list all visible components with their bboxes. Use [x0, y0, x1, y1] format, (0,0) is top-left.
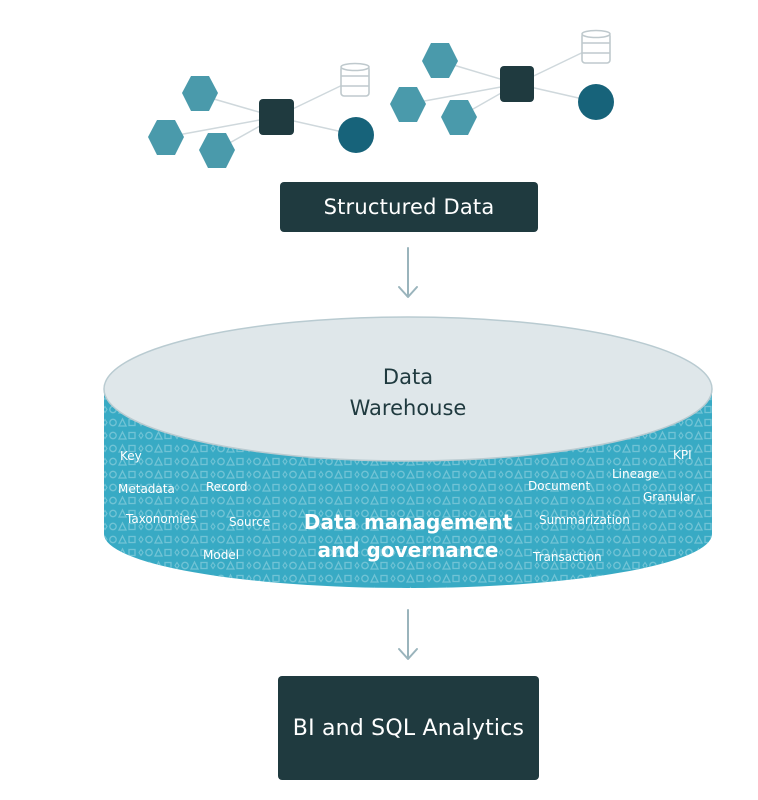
- arrow-down-icon: [398, 609, 418, 660]
- square-hub-icon: [259, 99, 294, 135]
- bi-sql-analytics-label: BI and SQL Analytics: [292, 715, 525, 741]
- term-key: Key: [120, 449, 142, 463]
- hexagon-icon: [182, 76, 218, 111]
- circle-node-icon: [578, 84, 614, 120]
- hexagon-icon: [390, 87, 426, 122]
- term-summarization: Summarization: [539, 513, 630, 527]
- terms-right: KPI Lineage Document Granular Summarizat…: [528, 448, 695, 564]
- term-model: Model: [203, 548, 239, 562]
- term-kpi: KPI: [673, 448, 692, 462]
- term-document: Document: [528, 479, 590, 493]
- network-left: [148, 62, 374, 168]
- network-right: [390, 29, 614, 135]
- database-icon: [340, 62, 370, 97]
- bi-sql-analytics-box: BI and SQL Analytics: [278, 676, 539, 780]
- hexagon-icon: [422, 43, 458, 78]
- hexagon-icon: [441, 100, 477, 135]
- warehouse-title-line1: Data: [383, 365, 433, 389]
- structured-data-label: Structured Data: [323, 195, 495, 219]
- arrow-down-icon: [398, 247, 418, 298]
- term-lineage: Lineage: [612, 467, 659, 481]
- circle-node-icon: [338, 117, 374, 153]
- term-taxonomies: Taxonomies: [125, 512, 196, 526]
- square-hub-icon: [500, 66, 534, 102]
- hexagon-icon: [199, 133, 235, 168]
- structured-data-box: Structured Data: [280, 182, 538, 232]
- term-record: Record: [206, 480, 247, 494]
- warehouse-title-line2: Warehouse: [350, 396, 467, 420]
- term-source: Source: [229, 515, 270, 529]
- term-metadata: Metadata: [118, 482, 175, 496]
- term-transaction: Transaction: [532, 550, 602, 564]
- terms-left: Key Metadata Record Taxonomies Source Mo…: [118, 449, 270, 562]
- database-icon: [581, 29, 611, 64]
- governance-label-line2: and governance: [318, 538, 499, 562]
- term-granular: Granular: [643, 490, 695, 504]
- governance-label-line1: Data management: [304, 510, 513, 534]
- cylinder-top: [103, 316, 713, 462]
- hexagon-icon: [148, 120, 184, 155]
